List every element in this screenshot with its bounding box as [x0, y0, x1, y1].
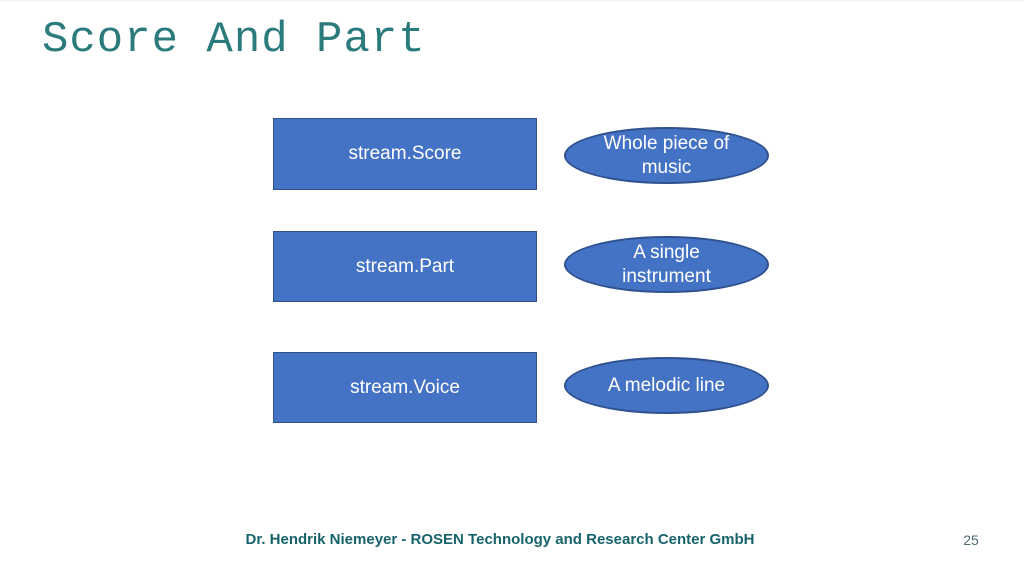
concept-box-stream-voice: stream.Voice — [273, 352, 537, 423]
definition-ellipse-single-instrument: A single instrument — [564, 236, 769, 293]
definition-ellipse-melodic-line: A melodic line — [564, 357, 769, 414]
page-number: 25 — [963, 532, 979, 548]
concept-box-label: stream.Voice — [350, 376, 460, 398]
definition-ellipse-label: A melodic line — [607, 374, 726, 396]
concept-box-label: stream.Score — [348, 143, 462, 164]
definition-ellipse-whole-piece: Whole piece of music — [564, 127, 769, 184]
concept-box-label: stream.Part — [355, 255, 455, 277]
footer-credit: Dr. Hendrik Niemeyer - ROSEN Technology … — [245, 531, 755, 548]
concept-box-stream-part: stream.Part — [273, 231, 537, 302]
definition-ellipse-label: Whole piece of music — [603, 133, 730, 178]
definition-ellipse-label: A single instrument — [622, 242, 711, 287]
page-title: Score And Part — [42, 15, 426, 65]
concept-box-stream-score: stream.Score — [273, 118, 537, 190]
